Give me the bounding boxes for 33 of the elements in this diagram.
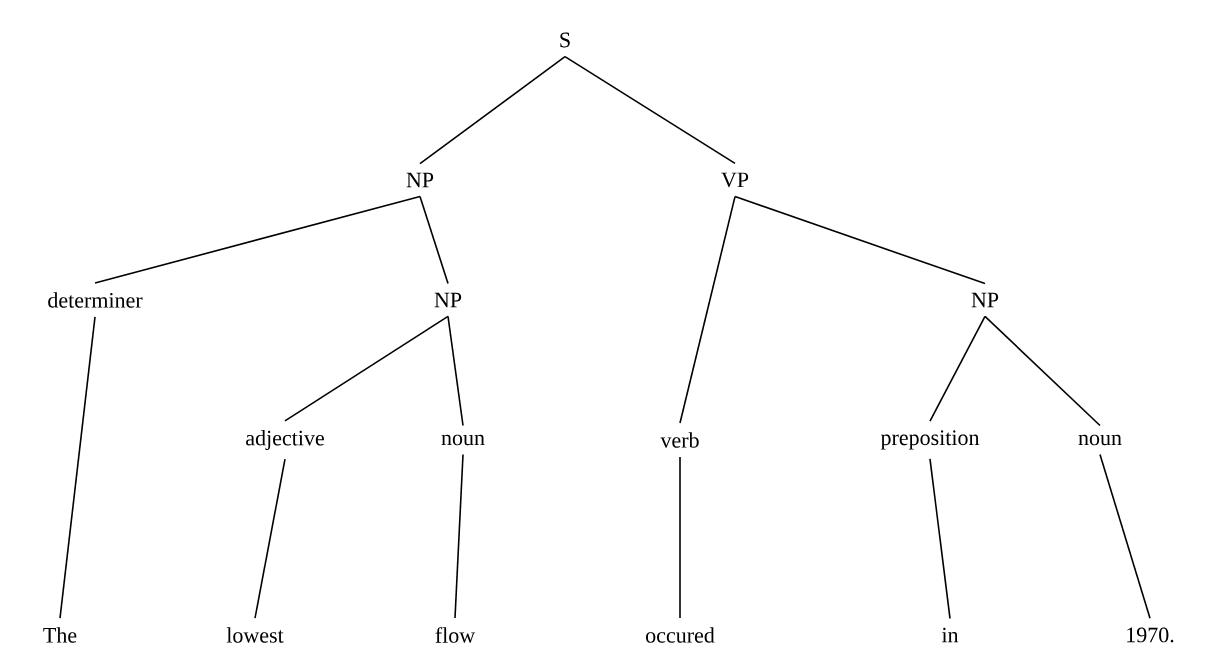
tree-node-label: NP [406, 172, 434, 188]
tree-node-label: VP [721, 172, 749, 188]
tree-node-label: preposition [880, 430, 980, 450]
tree-branch [94, 195, 421, 284]
tree-node-label: lowest [226, 627, 284, 643]
tree-branch [419, 195, 449, 285]
tree-node-label: S [560, 32, 570, 48]
tree-node-label: noun [441, 434, 485, 446]
tree-node-label: The [43, 627, 77, 643]
tree-node-label: determiner [48, 292, 143, 308]
tree-branch [679, 195, 736, 424]
tree-branch [284, 315, 449, 422]
tree-node-label: NP [434, 292, 462, 308]
tree-branch [447, 315, 464, 427]
tree-branch [419, 55, 566, 165]
tree-branch [679, 456, 681, 619]
tree-node-label: verb [660, 432, 699, 448]
tree-node-label: flow [435, 627, 476, 643]
tree-branch [59, 316, 96, 619]
tree-branch [734, 195, 986, 285]
tree-node-label: NP [971, 292, 999, 308]
tree-branch [929, 458, 951, 620]
tree-branch [1099, 453, 1151, 620]
tree-node-label: in [941, 627, 959, 643]
tree-branch [984, 315, 1101, 427]
tree-branch [254, 458, 286, 619]
tree-node-label: occured [646, 627, 715, 643]
tree-branch [454, 453, 464, 619]
tree-node-label: 1970. [1127, 627, 1174, 643]
tree-branch [564, 55, 736, 165]
tree-node-label: adjective [246, 430, 324, 450]
tree-node-label: noun [1078, 434, 1122, 446]
tree-branch [929, 315, 986, 422]
